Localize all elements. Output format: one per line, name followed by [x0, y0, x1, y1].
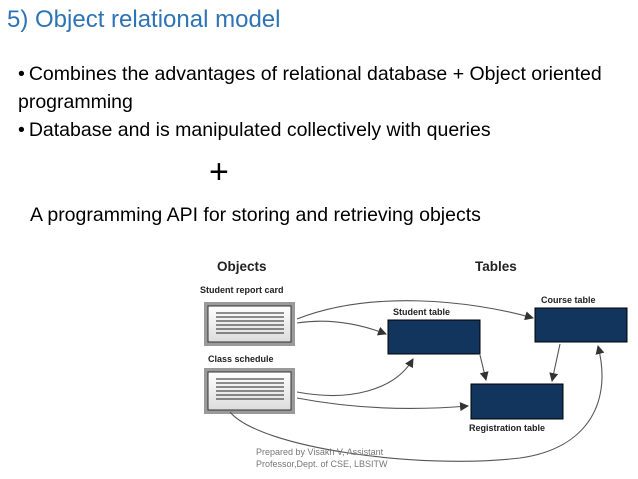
api-statement: A programming API for storing and retrie…: [30, 204, 481, 226]
arrow-student-to-registration: [479, 354, 489, 381]
arrow-course-to-registration: [549, 343, 561, 382]
plus-symbol: +: [209, 153, 229, 191]
objects-heading: Objects: [217, 259, 267, 274]
footer-line: Prepared by Visakh V, Assistant: [256, 447, 384, 457]
object-label-student-report-card: Student report card: [200, 285, 284, 295]
arrow-schedule-to-registration: [296, 397, 469, 412]
table-label-course: Course table: [541, 295, 596, 305]
bullet-item: •Combines the advantages of relational d…: [18, 60, 628, 116]
footer-credit: Prepared by Visakh V, Assistant Professo…: [256, 446, 416, 470]
class-schedule-object: [204, 368, 295, 414]
footer-line: Professor,Dept. of CSE, LBSITW: [256, 459, 388, 469]
table-label-student: Student table: [393, 307, 450, 317]
bullet-text: Database and is manipulated collectively…: [28, 119, 491, 141]
arrow-loop-to-course: [229, 345, 605, 462]
student-table: [387, 319, 481, 355]
bullet-marker: •: [18, 63, 25, 85]
arrow-report-to-student: [296, 320, 387, 336]
registration-table: [470, 383, 564, 420]
student-report-card-object: [204, 302, 295, 346]
bullet-marker: •: [18, 119, 25, 141]
slide-title: 5) Object relational model: [7, 6, 281, 33]
arrow-report-to-course: [296, 300, 534, 321]
bullet-list: •Combines the advantages of relational d…: [18, 60, 628, 144]
bullet-item: •Database and is manipulated collectivel…: [18, 116, 628, 144]
bullet-text: Combines the advantages of relational da…: [18, 63, 602, 113]
tables-heading: Tables: [475, 259, 517, 274]
course-table: [534, 307, 628, 343]
table-label-registration: Registration table: [469, 423, 545, 433]
arrow-schedule-to-student: [296, 358, 414, 396]
object-label-class-schedule: Class schedule: [208, 354, 274, 364]
